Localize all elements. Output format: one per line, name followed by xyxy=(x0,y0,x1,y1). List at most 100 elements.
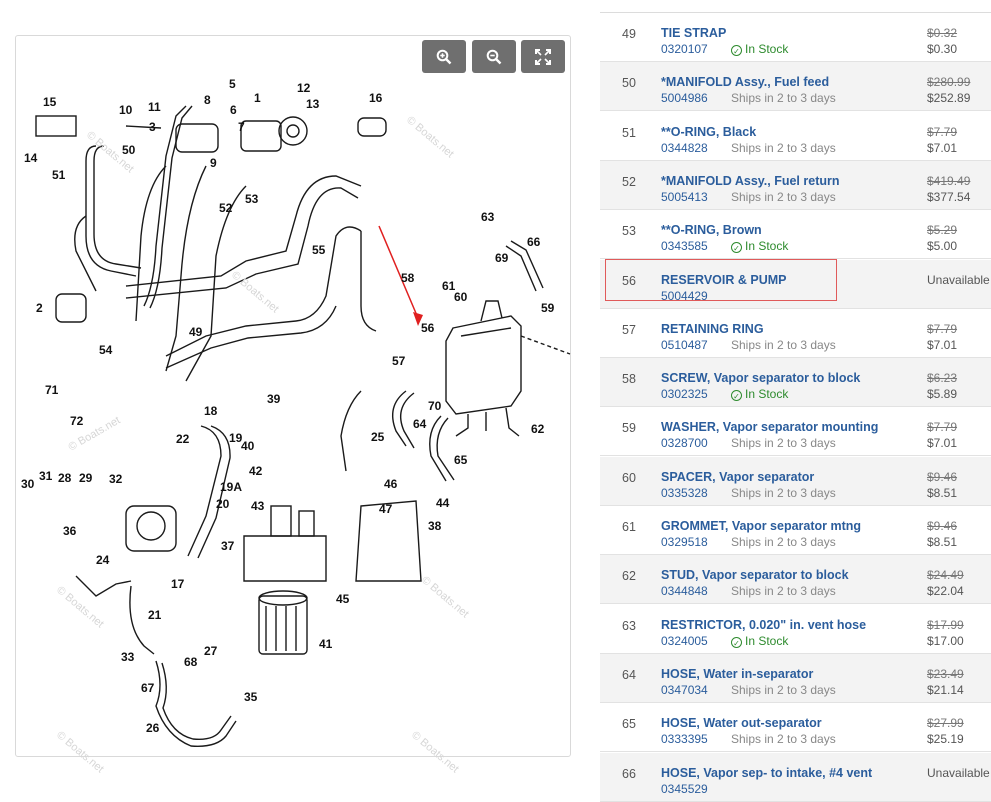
diagram-callout[interactable]: 2 xyxy=(36,301,43,315)
diagram-callout[interactable]: 64 xyxy=(413,417,427,431)
diagram-callout[interactable]: 60 xyxy=(454,290,468,304)
diagram-callout[interactable]: 33 xyxy=(121,650,135,664)
zoom-out-button[interactable] xyxy=(472,40,516,73)
diagram-callout[interactable]: 14 xyxy=(24,151,38,165)
part-number-link[interactable]: 0510487 xyxy=(661,337,708,352)
diagram-callout[interactable]: 29 xyxy=(79,471,93,485)
diagram-callout[interactable]: 46 xyxy=(384,477,398,491)
diagram-callout[interactable]: 56 xyxy=(421,321,435,335)
diagram-callout[interactable]: 69 xyxy=(495,251,509,265)
part-name-link[interactable]: *MANIFOLD Assy., Fuel feed xyxy=(661,75,830,90)
diagram-callout[interactable]: 8 xyxy=(204,93,211,107)
diagram-callout[interactable]: 15 xyxy=(43,95,57,109)
diagram-callout[interactable]: 1 xyxy=(254,91,261,105)
diagram-callout[interactable]: 44 xyxy=(436,496,450,510)
part-number-link[interactable]: 0302325 xyxy=(661,387,708,402)
diagram-callout[interactable]: 17 xyxy=(171,577,185,591)
diagram-callout[interactable]: 51 xyxy=(52,168,66,182)
diagram-callout[interactable]: 22 xyxy=(176,432,190,446)
part-number-link[interactable]: 0345529 xyxy=(661,781,708,796)
part-number-link[interactable]: 0333395 xyxy=(661,732,708,747)
diagram-callout[interactable]: 32 xyxy=(109,472,123,486)
diagram-callout[interactable]: 45 xyxy=(336,592,350,606)
diagram-callout[interactable]: 63 xyxy=(481,210,495,224)
part-name-link[interactable]: **O-RING, Black xyxy=(661,124,757,139)
part-number-link[interactable]: 5004429 xyxy=(661,288,708,303)
diagram-callout[interactable]: 58 xyxy=(401,271,415,285)
diagram-callout[interactable]: 61 xyxy=(442,279,456,293)
diagram-callout[interactable]: 67 xyxy=(141,681,155,695)
diagram-callout[interactable]: 21 xyxy=(148,608,162,622)
diagram-callout[interactable]: 72 xyxy=(70,414,84,428)
diagram-callout[interactable]: 50 xyxy=(122,143,136,157)
diagram-callout[interactable]: 42 xyxy=(249,464,263,478)
part-number-link[interactable]: 0324005 xyxy=(661,633,708,648)
diagram-callout[interactable]: 41 xyxy=(319,637,333,651)
diagram-callout[interactable]: 10 xyxy=(119,103,133,117)
diagram-callout[interactable]: 12 xyxy=(297,81,311,95)
diagram-callout[interactable]: 40 xyxy=(241,439,255,453)
diagram-callout[interactable]: 62 xyxy=(531,422,545,436)
diagram-callout[interactable]: 55 xyxy=(312,243,326,257)
diagram-callout[interactable]: 31 xyxy=(39,469,53,483)
part-name-link[interactable]: WASHER, Vapor separator mounting xyxy=(661,420,879,435)
diagram-callout[interactable]: 36 xyxy=(63,524,77,538)
part-name-link[interactable]: RESERVOIR & PUMP xyxy=(661,272,787,287)
part-number-link[interactable]: 5004986 xyxy=(661,91,708,106)
diagram-callout[interactable]: 47 xyxy=(379,502,393,516)
diagram-callout[interactable]: 19 xyxy=(229,431,243,445)
diagram-callout[interactable]: 19A xyxy=(220,480,242,494)
diagram-callout[interactable]: 9 xyxy=(210,156,217,170)
diagram-callout[interactable]: 35 xyxy=(244,690,258,704)
part-name-link[interactable]: HOSE, Vapor sep- to intake, #4 vent xyxy=(661,765,873,780)
diagram-callout[interactable]: 52 xyxy=(219,201,233,215)
diagram-callout[interactable]: 25 xyxy=(371,430,385,444)
part-number-link[interactable]: 5005413 xyxy=(661,189,708,204)
diagram-callout[interactable]: 53 xyxy=(245,192,259,206)
part-name-link[interactable]: RESTRICTOR, 0.020" in. vent hose xyxy=(661,617,867,632)
part-number-link[interactable]: 0320107 xyxy=(661,42,708,56)
part-name-link[interactable]: *MANIFOLD Assy., Fuel return xyxy=(661,173,840,188)
diagram-callout[interactable]: 13 xyxy=(306,97,320,111)
part-number-link[interactable]: 0335328 xyxy=(661,485,708,500)
part-name-link[interactable]: **O-RING, Brown xyxy=(661,223,762,238)
diagram-callout[interactable]: 6 xyxy=(230,103,237,117)
diagram-callout[interactable]: 65 xyxy=(454,453,468,467)
part-name-link[interactable]: SPACER, Vapor separator xyxy=(661,469,815,484)
diagram-callout[interactable]: 24 xyxy=(96,553,110,567)
part-number-link[interactable]: 0344828 xyxy=(661,140,708,155)
diagram-callout[interactable]: 39 xyxy=(267,392,281,406)
diagram-callout[interactable]: 66 xyxy=(527,235,541,249)
part-name-link[interactable]: SCREW, Vapor separator to block xyxy=(661,371,861,386)
parts-diagram-viewer[interactable]: © Boats.net © Boats.net © Boats.net © Bo… xyxy=(15,35,571,775)
diagram-callout[interactable]: 38 xyxy=(428,519,442,533)
diagram-callout[interactable]: 70 xyxy=(428,399,442,413)
diagram-callout[interactable]: 28 xyxy=(58,471,72,485)
part-number-link[interactable]: 0344848 xyxy=(661,584,708,599)
diagram-callout[interactable]: 68 xyxy=(184,655,198,669)
part-name-link[interactable]: RETAINING RING xyxy=(661,321,764,336)
part-number-link[interactable]: 0329518 xyxy=(661,535,708,549)
part-name-link[interactable]: GROMMET, Vapor separator mtng xyxy=(661,519,862,533)
part-name-link[interactable]: TIE STRAP xyxy=(661,26,727,40)
diagram-callout[interactable]: 27 xyxy=(204,644,218,658)
diagram-callout[interactable]: 71 xyxy=(45,383,59,397)
diagram-callout[interactable]: 43 xyxy=(251,499,265,513)
part-number-link[interactable]: 0343585 xyxy=(661,239,708,254)
diagram-callout[interactable]: 30 xyxy=(21,477,35,491)
diagram-callout[interactable]: 37 xyxy=(221,539,235,553)
diagram-callout[interactable]: 26 xyxy=(146,721,160,735)
diagram-callout[interactable]: 3 xyxy=(149,120,156,134)
diagram-callout[interactable]: 20 xyxy=(216,497,230,511)
diagram-callout[interactable]: 57 xyxy=(392,354,406,368)
part-number-link[interactable]: 0347034 xyxy=(661,682,708,697)
diagram-callout[interactable]: 7 xyxy=(238,120,245,134)
part-name-link[interactable]: STUD, Vapor separator to block xyxy=(661,568,849,583)
diagram-callout[interactable]: 49 xyxy=(189,325,203,339)
part-number-link[interactable]: 0328700 xyxy=(661,436,708,451)
diagram-callout[interactable]: 5 xyxy=(229,77,236,91)
part-name-link[interactable]: HOSE, Water out-separator xyxy=(661,716,822,731)
diagram-callout[interactable]: 59 xyxy=(541,301,555,315)
diagram-callout[interactable]: 11 xyxy=(148,100,161,114)
diagram-callout[interactable]: 16 xyxy=(369,91,383,105)
